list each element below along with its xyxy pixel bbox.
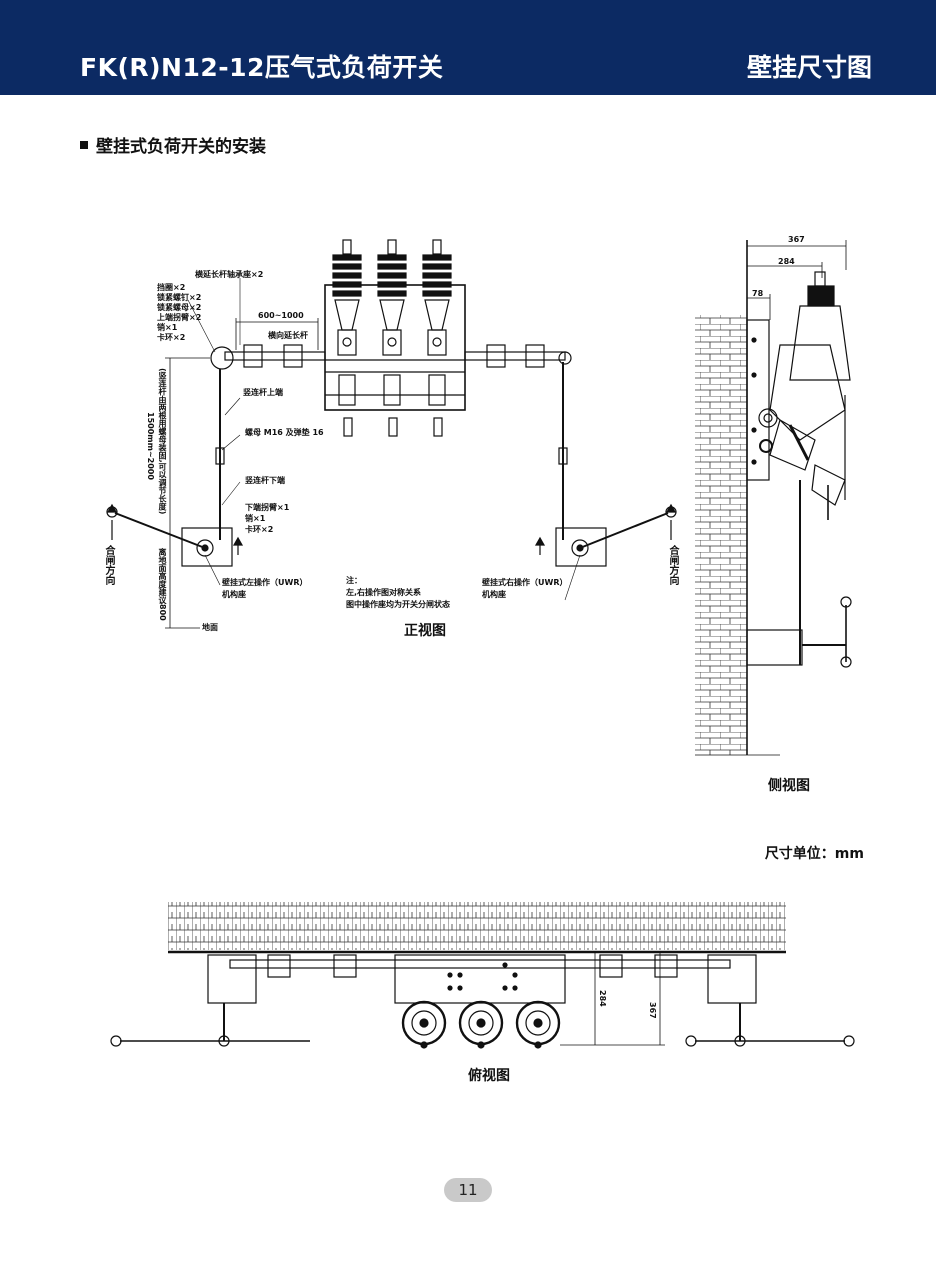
product-title: FK(R)N12-12压气式负荷开关 [80,53,444,82]
front-view-drawing [106,239,677,629]
label-close-dir-left: 合闸方向 [103,545,114,585]
side-dim-367: 367 [788,235,805,244]
label-height-note: (竖连杆由两根用螺母装固,可以调节长度) [158,368,167,515]
label-pin: 销×1 [157,323,178,332]
side-view-caption: 侧视图 [768,778,810,794]
page-header: FK(R)N12-12压气式负荷开关 壁挂尺寸图 [0,0,936,95]
label-vrod-lower: 竖连杆下端 [245,476,285,485]
label-lower-clip: 卡环×2 [245,525,274,534]
label-ground-height: 离地面高度建议800 [158,548,167,621]
page-number: 11 [444,1178,492,1202]
label-vrod-upper: 竖连杆上端 [243,388,283,397]
side-dim-284: 284 [778,257,795,266]
label-retainer: 挡圈×2 [157,283,186,292]
top-view-caption: 俯视图 [468,1068,510,1084]
top-dim-284: 284 [598,990,607,1007]
insulator-middle [377,239,407,437]
label-close-dir-right: 合闸方向 [667,545,678,585]
insulator-left [332,239,362,437]
note-line-1: 左,右操作图对称关系 [346,588,422,597]
front-view-caption: 正视图 [404,623,446,639]
section-name: 壁挂尺寸图 [746,53,872,82]
label-lock-screw: 锁紧螺钉×2 [157,293,202,302]
top-view-drawing [110,902,855,1049]
label-span: 600~1000 [258,311,304,320]
section-heading-text: 壁挂式负荷开关的安装 [96,137,266,157]
label-lower-pin: 销×1 [245,514,266,523]
label-nut-m16: 螺母 M16 及弹垫 16 [245,428,324,437]
label-cross-rod: 横向延长杆 [268,331,308,340]
insulator-right [422,239,452,437]
label-height-range: 1500mm~2000 [146,412,155,480]
label-right-base: 机构座 [482,590,506,599]
label-cross-bearing: 横延长杆轴承座×2 [195,270,264,279]
top-dim-367: 367 [648,1002,657,1019]
label-upper-arm: 上端拐臂×2 [157,313,202,322]
label-clip: 卡环×2 [157,333,186,342]
section-heading: 壁挂式负荷开关的安装 [80,132,266,157]
label-ground: 地面 [202,623,218,632]
bullet-square-icon [80,141,88,149]
note-line-2: 图中操作座均为开关分闸状态 [346,600,450,609]
side-dim-78: 78 [752,289,764,298]
label-lock-nut: 锁紧螺母×2 [157,303,202,312]
units-note: 尺寸单位：mm [764,846,864,862]
label-right-op: 壁挂式右操作（UWR） [482,578,568,587]
side-view-drawing [695,240,852,756]
label-lower-arm: 下端拐臂×1 [245,503,290,512]
note-title: 注： [346,576,362,585]
label-left-base: 机构座 [222,590,246,599]
label-left-op: 壁挂式左操作（UWR） [222,578,308,587]
